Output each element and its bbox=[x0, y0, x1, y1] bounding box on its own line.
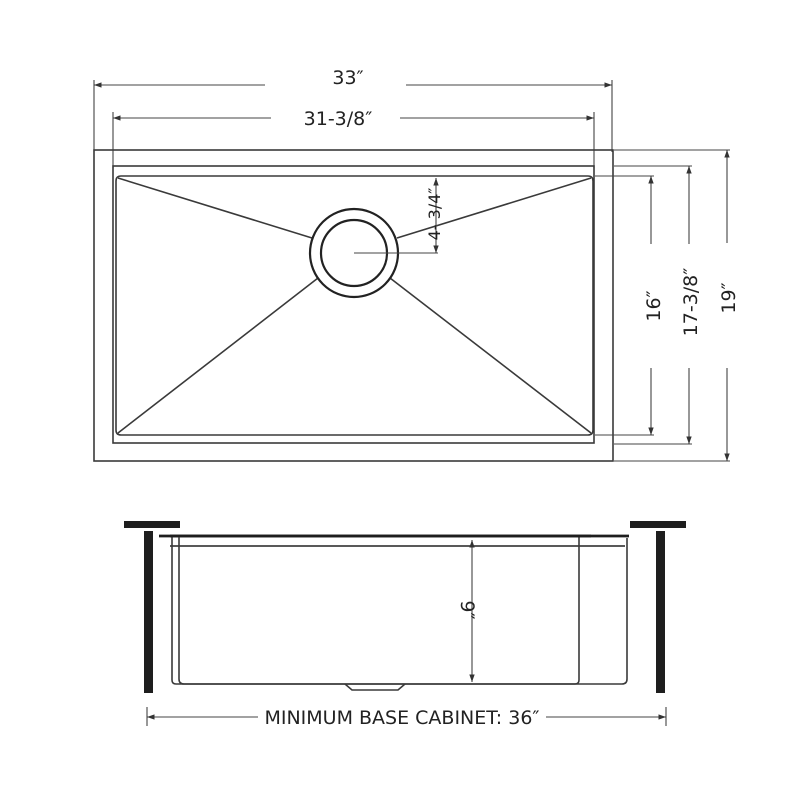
inner-flange-depth-label: 17-3/8″ bbox=[680, 268, 702, 337]
overall-depth-dimension: 19″ bbox=[614, 149, 740, 462]
bowl-depth-dimension: 16″ bbox=[595, 175, 665, 436]
bowl-height-dimension: 9″ bbox=[456, 540, 478, 682]
overall-width-label: 33″ bbox=[332, 67, 363, 89]
overall-width-dimension: 33″ bbox=[93, 67, 613, 152]
right-countertop bbox=[630, 521, 686, 528]
drain bbox=[308, 207, 438, 299]
side-view: 9″ MINIMUM BASE CABINET: 36″ bbox=[124, 521, 686, 729]
left-countertop bbox=[124, 521, 180, 528]
overall-depth-label: 19″ bbox=[718, 282, 740, 313]
drain-offset-label: 4- 3/4″ bbox=[425, 188, 444, 241]
left-cabinet-wall bbox=[144, 531, 153, 693]
inner-flange bbox=[112, 165, 595, 444]
right-cabinet-wall bbox=[656, 531, 665, 693]
top-view: 33″ 31-3/8″ 4- 3/4″ bbox=[93, 67, 740, 462]
cabinet-width-label: MINIMUM BASE CABINET: 36″ bbox=[264, 707, 539, 729]
bowl-width-label: 31-3/8″ bbox=[304, 108, 373, 130]
bowl-height-label: 9″ bbox=[456, 600, 478, 619]
side-drain bbox=[344, 683, 406, 691]
drain-offset-dimension: 4- 3/4″ bbox=[425, 178, 444, 253]
bowl-outline bbox=[115, 175, 594, 436]
side-bowl bbox=[171, 537, 580, 685]
inner-flange-depth-dimension: 17-3/8″ bbox=[614, 165, 702, 445]
outer-flange bbox=[93, 149, 614, 462]
cabinet-width-dimension: MINIMUM BASE CABINET: 36″ bbox=[146, 707, 667, 729]
bowl-width-dimension: 31-3/8″ bbox=[112, 108, 595, 168]
bowl-depth-label: 16″ bbox=[643, 290, 665, 321]
